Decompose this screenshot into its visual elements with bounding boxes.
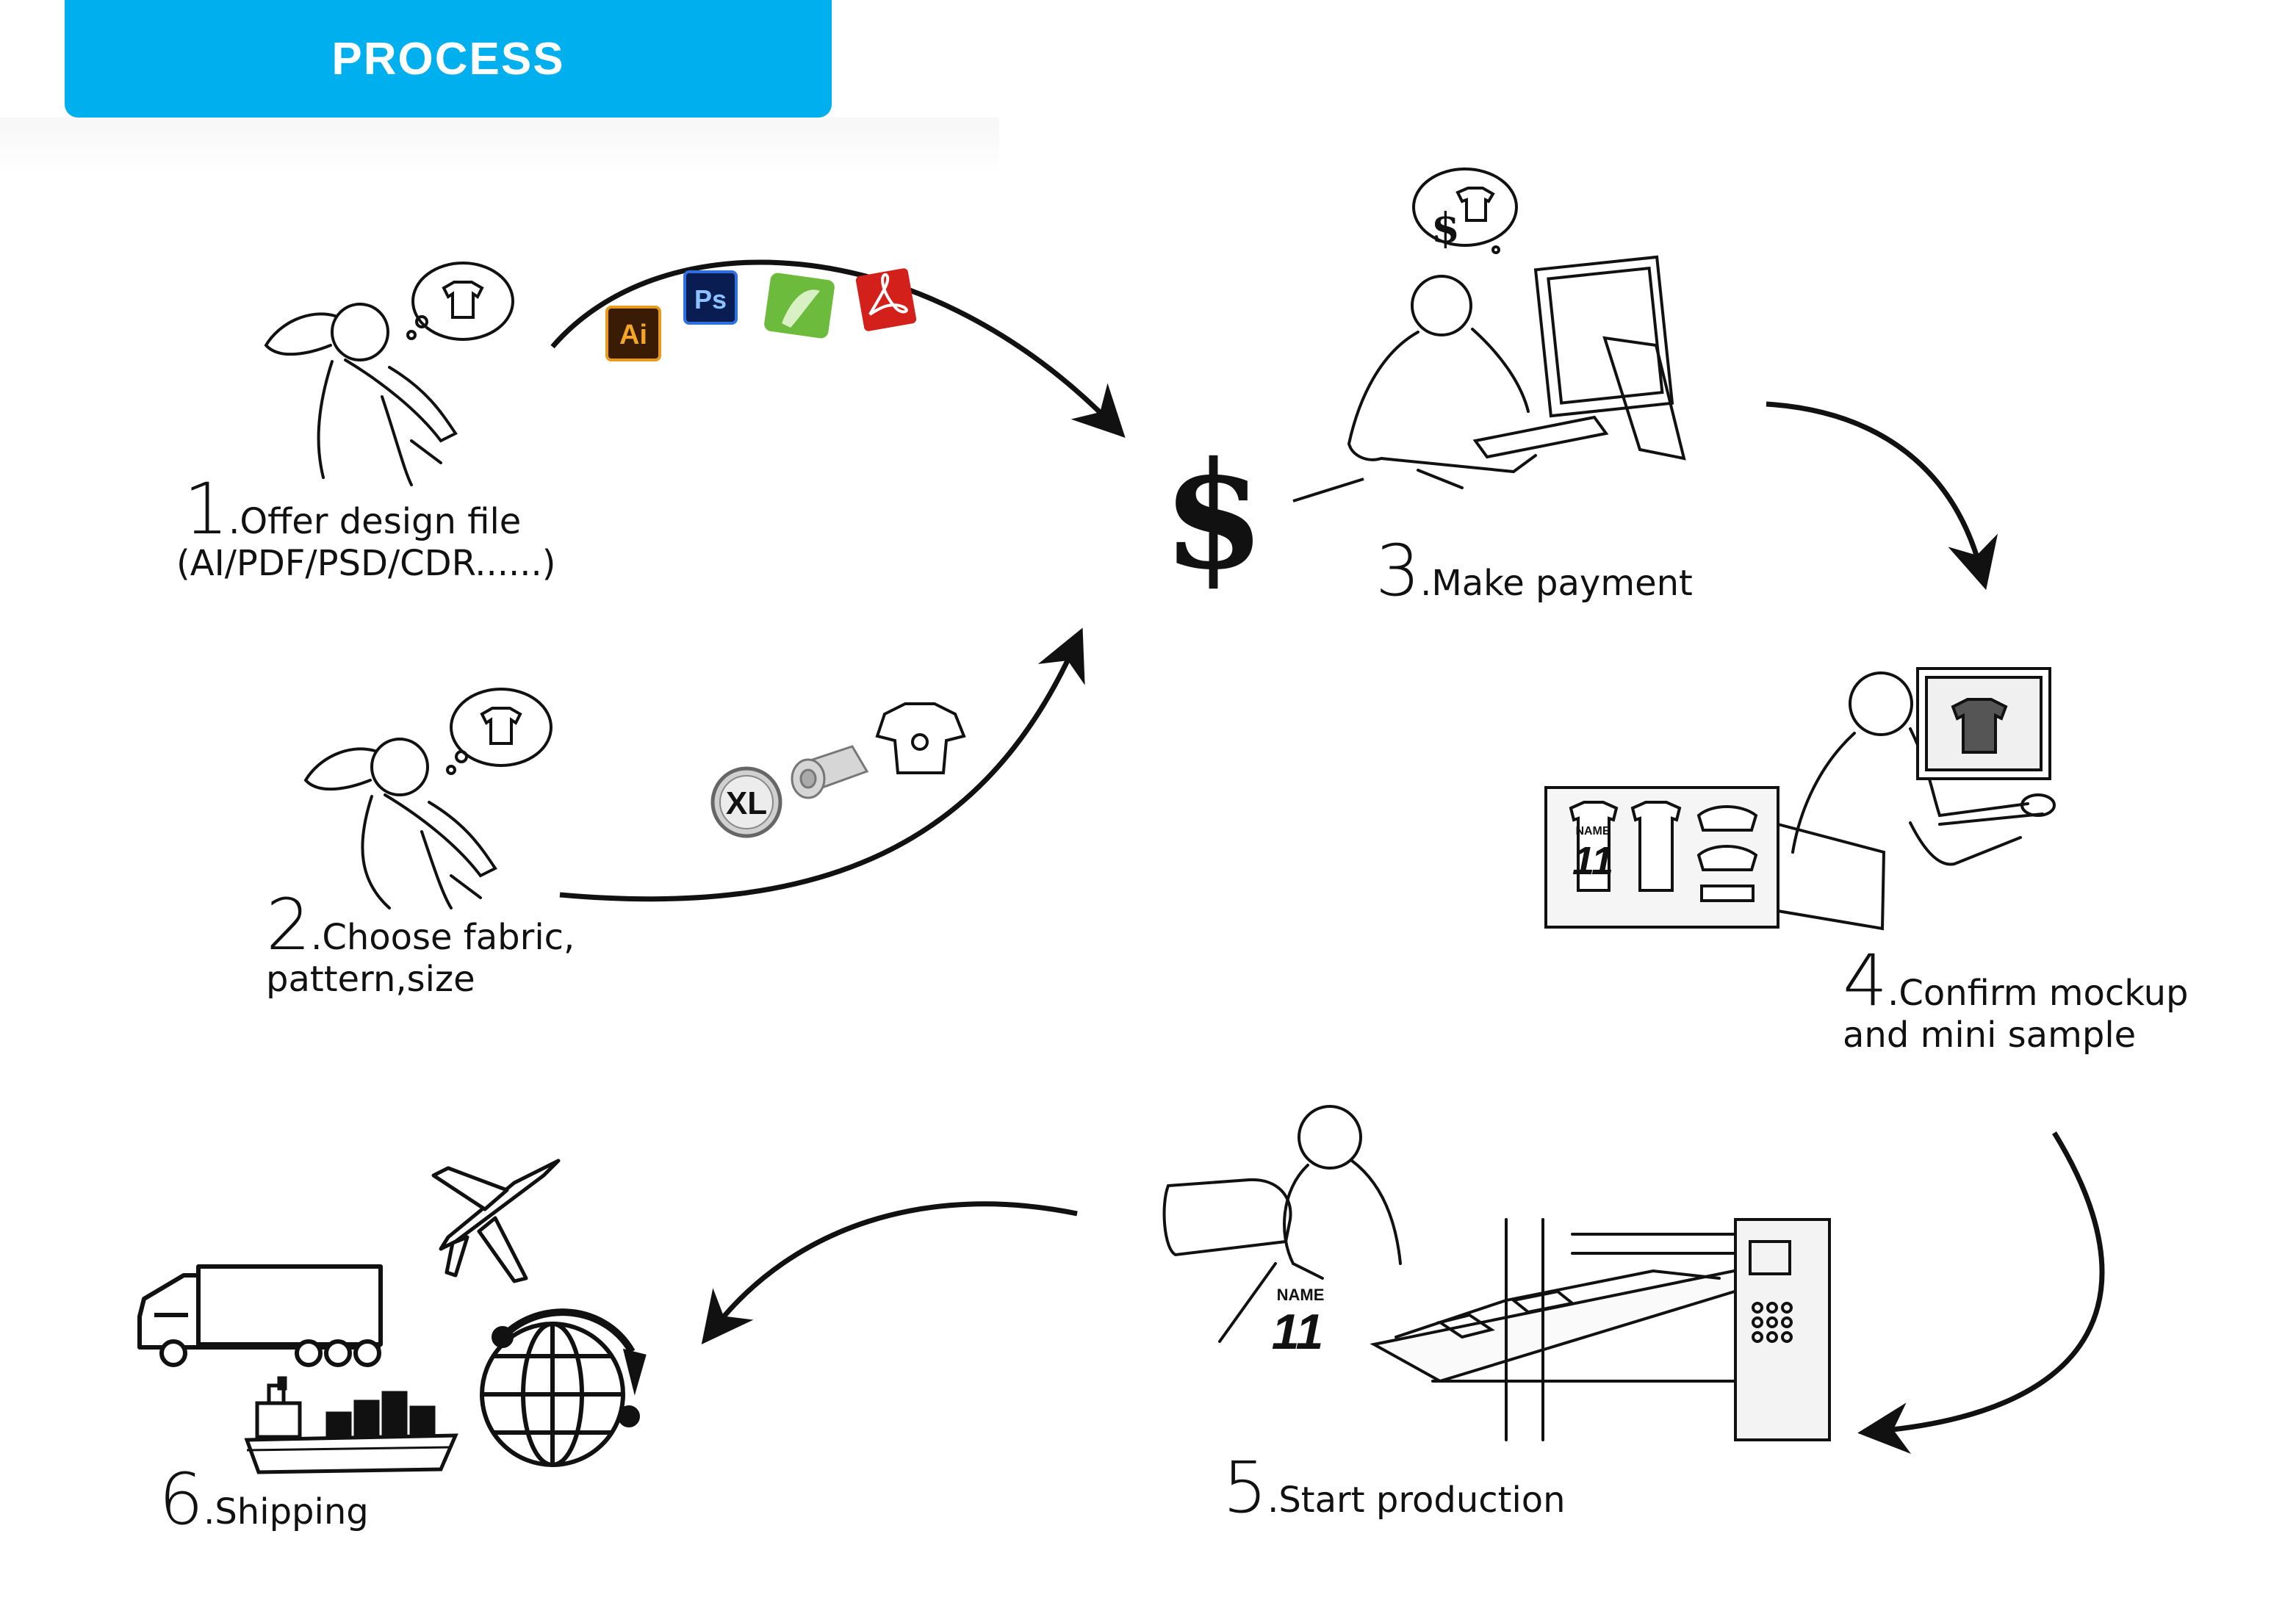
dollar-icon: $ [1162, 430, 1264, 602]
tshirt-icon [875, 702, 966, 774]
computer-operator-icon: $ [1347, 167, 1686, 489]
arrow-step4-to-step5 [1857, 1131, 2105, 1454]
arrow-payment-to-step4 [1766, 401, 1998, 591]
ai-label: Ai [619, 320, 647, 350]
header-shadow [0, 118, 999, 176]
truck-icon [137, 1264, 383, 1367]
cargo-ship-icon [244, 1376, 458, 1474]
step-4-number: 4 [1843, 940, 1888, 1022]
step-2-number: 2 [266, 884, 312, 966]
globe-icon [480, 1308, 647, 1467]
step-2-subtitle: pattern,size [266, 959, 475, 1001]
page-title: PROCESS [331, 33, 565, 84]
photoshop-icon: Ps [683, 270, 738, 325]
step-6-number: 6 [159, 1458, 204, 1541]
step-4-label: 4.Confirm mockup and mini sample [1843, 939, 2189, 1057]
computer-operator-icon [1791, 667, 2056, 866]
thinking-person-icon [264, 262, 514, 486]
step-3-number: 3 [1375, 530, 1421, 612]
step-3-label: 3.Make payment [1375, 529, 1693, 613]
size-xl-icon: XL [710, 766, 782, 838]
arrow-step5-to-step6 [701, 1201, 1078, 1345]
printer-machine-icon [1370, 1218, 1831, 1441]
size-badge-label: XL [726, 785, 767, 821]
step-1-title: .Offer design file [228, 501, 522, 542]
sewing-machine-icon: NAME 11 [1162, 1105, 1402, 1360]
step-1-number: 1 [184, 468, 229, 550]
step-6-title: .Shipping [204, 1491, 369, 1532]
step-2-label: 2.Choose fabric, pattern,size [266, 883, 575, 1001]
step-5-label: 5.Start production [1223, 1446, 1566, 1530]
arrow-step1-to-payment [550, 259, 1126, 438]
jersey-number-text: 11 [1572, 839, 1613, 883]
acrobat-pdf-icon [855, 268, 917, 331]
fabric-roll-icon [791, 745, 869, 799]
header-bar: PROCESS [65, 0, 832, 118]
step-6-label: 6.Shipping [159, 1458, 369, 1542]
jersey-name-text: NAME [1277, 1286, 1325, 1304]
airplane-icon [431, 1159, 561, 1283]
step-1-label: 1.Offer design file (AI/PDF/PSD/CDR.....… [176, 467, 556, 586]
adobe-illustrator-icon: Ai [605, 306, 661, 361]
svg-text:$: $ [1431, 204, 1460, 253]
coreldraw-icon [764, 273, 835, 339]
arrow-step2-to-payment [559, 627, 1085, 902]
step-1-subtitle: (AI/PDF/PSD/CDR......) [176, 543, 556, 585]
jersey-number-text: 11 [1272, 1304, 1324, 1360]
thinking-person-icon [303, 688, 553, 909]
jersey-name-text: NAME [1575, 825, 1610, 837]
step-3-title: .Make payment [1420, 563, 1693, 604]
step-2-title: .Choose fabric, [311, 917, 575, 958]
step-5-number: 5 [1223, 1447, 1268, 1529]
step-4-title: .Confirm mockup [1887, 973, 2189, 1014]
step-5-title: .Start production [1267, 1480, 1566, 1521]
step-4-subtitle: and mini sample [1843, 1015, 2137, 1056]
ps-label: Ps [694, 284, 727, 314]
mockup-board-icon: NAME 11 [1544, 786, 1886, 931]
